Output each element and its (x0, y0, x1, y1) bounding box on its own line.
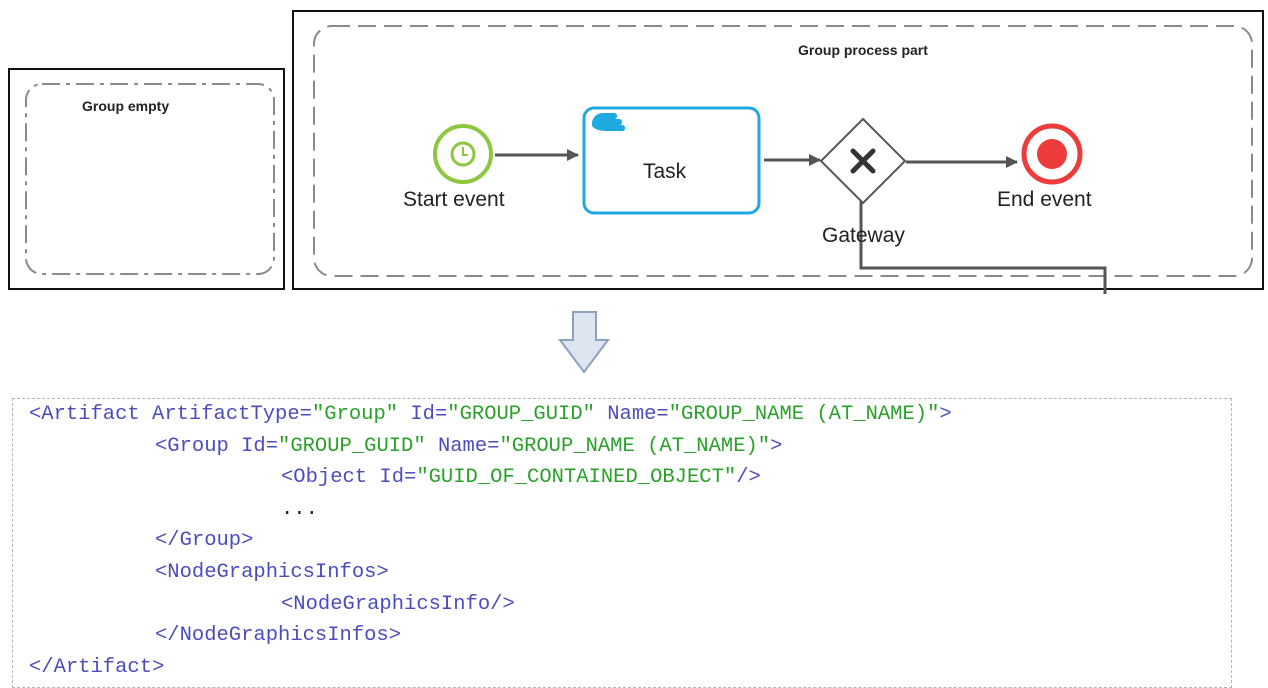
code-line-2: <Group Id="GROUP_GUID" Name="GROUP_NAME … (155, 435, 783, 458)
bpmn-diagram (25, 25, 1253, 374)
code-line-3: <Object Id="GUID_OF_CONTAINED_OBJECT"/> (281, 466, 761, 489)
task-label: Task (643, 160, 687, 183)
xml-code-block: <Artifact ArtifactType="Group" Id="GROUP… (12, 398, 1232, 688)
code-line-6: <NodeGraphicsInfos> (155, 561, 389, 584)
group-process-outline[interactable] (313, 25, 1253, 277)
code-line-1: <Artifact ArtifactType="Group" Id="GROUP… (29, 403, 952, 426)
down-arrow-icon (558, 311, 610, 374)
hand-icon (592, 113, 625, 131)
code-line-5: </Group> (155, 529, 254, 552)
flow-gateway-out[interactable] (859, 200, 1107, 294)
start-event[interactable] (433, 124, 493, 184)
group-empty-outline (25, 83, 275, 275)
group-process-title: Group process part (798, 42, 928, 58)
gateway-node[interactable] (819, 117, 907, 205)
code-line-4: ... (281, 498, 318, 521)
end-event[interactable] (1021, 123, 1083, 185)
end-circle-icon (1037, 139, 1067, 169)
code-line-7: <NodeGraphicsInfo/> (281, 593, 515, 616)
group-empty-title: Group empty (82, 98, 170, 114)
clock-icon (450, 141, 476, 167)
group-empty-frame (8, 68, 285, 290)
start-event-label: Start event (403, 188, 505, 211)
gateway-label: Gateway (822, 224, 905, 247)
code-line-9: </Artifact> (29, 656, 165, 679)
x-icon (850, 148, 876, 174)
end-event-label: End event (997, 188, 1092, 211)
code-line-8: </NodeGraphicsInfos> (155, 624, 402, 647)
task-node[interactable] (582, 106, 761, 215)
